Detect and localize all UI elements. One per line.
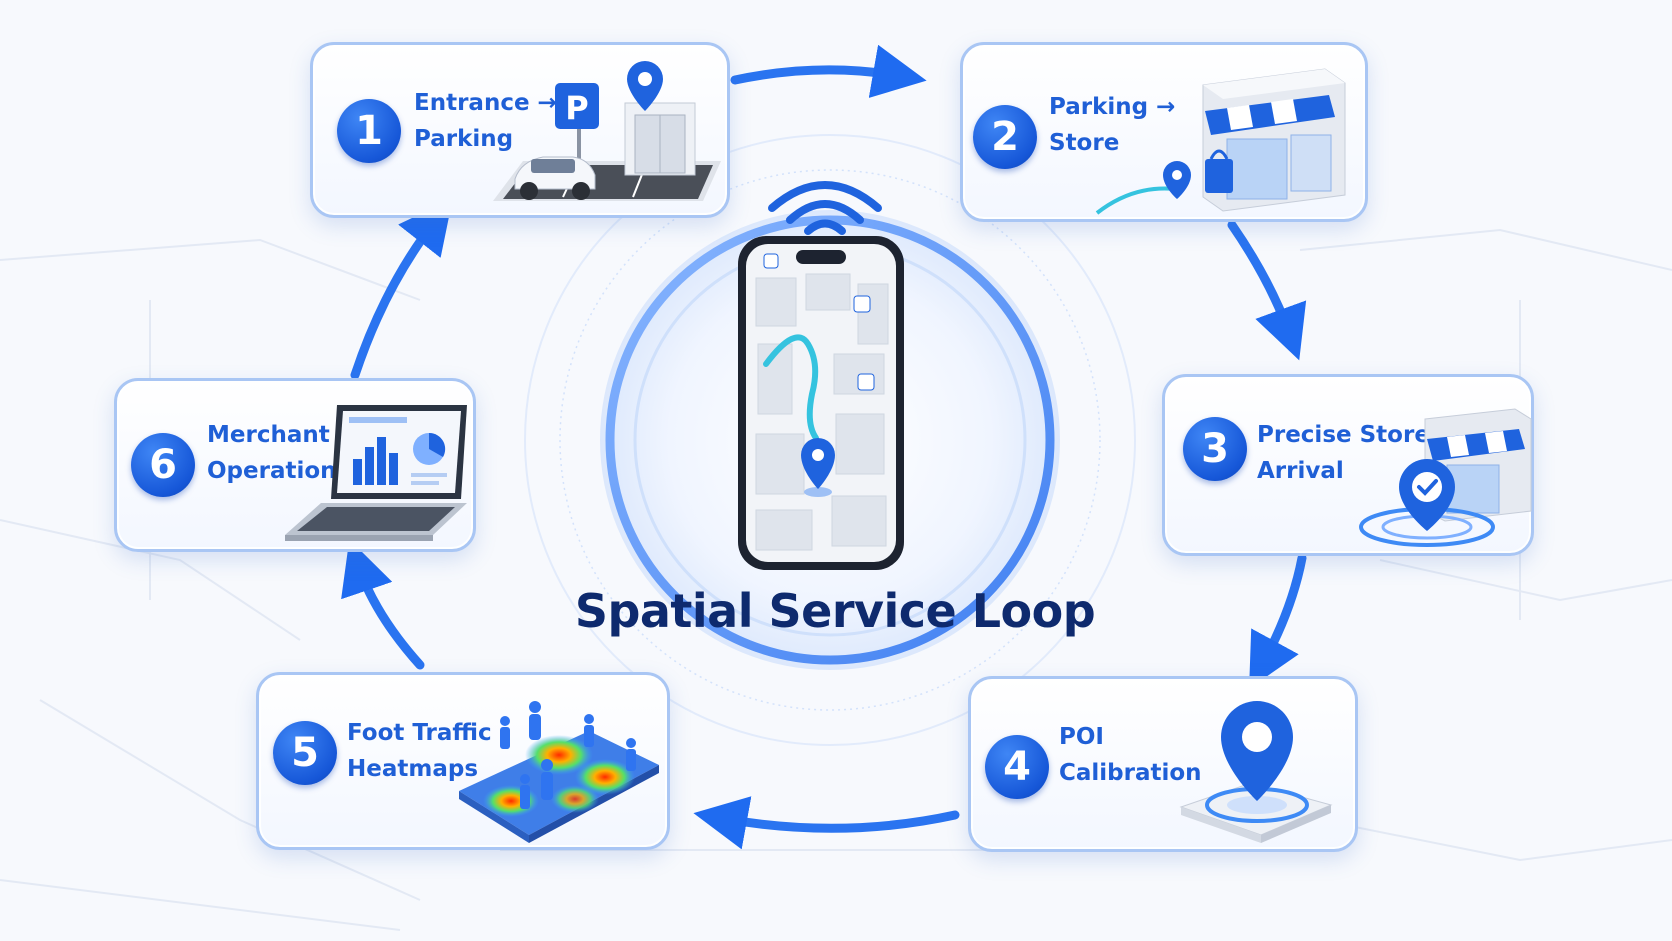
step-card-poi-calibration[interactable]: 4 POI Calibration [968,676,1358,852]
step-label-line1: POI [1059,724,1104,750]
step-number-badge: 4 [985,735,1049,799]
location-pin-icon [1179,701,1333,843]
step-label-line1: Entrance → [414,90,557,116]
parking-car-icon: P [493,61,721,201]
smartphone-map-icon [738,236,904,570]
step-label-line1: Precise Store [1257,422,1430,448]
diagram-title: Spatial Service Loop [574,584,1096,638]
step-label: POI Calibration [1059,719,1202,791]
step-label-line2: Parking [414,126,514,152]
step-number-badge: 1 [337,99,401,163]
step-label: Merchant Operations [207,417,350,489]
step-number-badge: 6 [131,433,195,497]
step-card-entrance-parking[interactable]: 1 Entrance → Parking P [310,42,730,218]
storefront-icon [1095,68,1346,215]
step-label-line1: Foot Traffic [347,720,492,746]
store-checkin-icon [1359,408,1532,547]
step-card-precise-store-arrival[interactable]: 3 Precise Store Arrival [1162,374,1534,556]
step-label: Parking → Store [1049,89,1175,161]
step-label: Precise Store Arrival [1257,417,1430,489]
step-label-line2: Store [1049,130,1120,156]
step-label: Entrance → Parking [414,85,557,157]
step-label-line2: Calibration [1059,760,1202,786]
step-card-foot-traffic-heatmaps[interactable]: 5 Foot Traffic Heatmaps [256,672,670,850]
laptop-dashboard-icon [285,405,467,541]
wifi-signal-icon [768,181,882,235]
heatmap-icon [459,701,659,843]
step-label-line2: Operations [207,458,351,484]
step-number-badge: 2 [973,105,1037,169]
step-number-badge: 5 [273,721,337,785]
step-card-parking-store[interactable]: 2 Parking → Store [960,42,1368,222]
step-card-merchant-operations[interactable]: 6 Merchant Operations [114,378,476,552]
step-label-line2: Arrival [1257,458,1344,484]
step-label-line1: Parking → [1049,94,1176,120]
step-label: Foot Traffic Heatmaps [347,715,492,787]
step-number-badge: 3 [1183,417,1247,481]
step-label-line1: Merchant [207,422,330,448]
step-label-line2: Heatmaps [347,756,479,782]
parking-sign-text: P [565,89,588,127]
